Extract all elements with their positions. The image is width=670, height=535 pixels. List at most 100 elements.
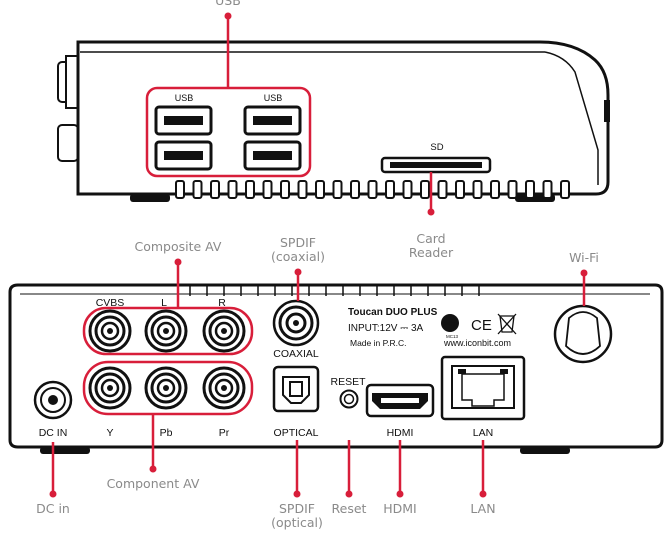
optical-label: OPTICAL — [274, 427, 319, 439]
lan-callout: LAN — [470, 440, 496, 516]
reset-label: RESET — [330, 376, 366, 388]
vent-slot — [350, 180, 360, 199]
ventilation-slots — [175, 180, 570, 199]
y-label: Y — [106, 427, 113, 439]
rca-jack-pr — [202, 366, 246, 410]
rca-jack-cvbs — [88, 309, 132, 353]
pb-label: Pb — [160, 427, 173, 439]
device-body-rear — [8, 283, 664, 449]
spdif-coaxial-callout: SPDIF (coaxial) — [271, 235, 325, 301]
reset-callout: Reset — [332, 440, 367, 516]
vent-slot — [455, 180, 465, 199]
usb-port-1 — [154, 105, 213, 136]
card-reader-callout-text-1: Card — [416, 231, 445, 246]
component-av-ports — [88, 366, 246, 410]
l-label: L — [161, 297, 167, 309]
component-av-callout-text: Component AV — [107, 476, 200, 491]
vent-slot — [437, 180, 448, 199]
hdmi-callout: HDMI — [383, 440, 417, 516]
reset-callout-text: Reset — [332, 501, 367, 516]
dc-in-label: DC IN — [39, 427, 68, 439]
pr-label: Pr — [219, 427, 230, 439]
usb-port-3 — [154, 140, 213, 171]
vent-slot — [402, 180, 413, 199]
made-in: Made in P.R.C. — [350, 338, 407, 348]
top-device-view: USB USB SD — [57, 40, 610, 202]
spdif-optical-callout-text-1: SPDIF — [279, 501, 315, 516]
reset-button — [339, 389, 359, 409]
rca-jack-l — [144, 309, 188, 353]
spdif-coaxial-callout-text-1: SPDIF — [280, 235, 316, 250]
vent-slot — [315, 180, 325, 199]
vent-slot — [227, 180, 238, 199]
component-av-callout: Component AV — [107, 414, 200, 491]
vent-slot — [385, 180, 395, 199]
usb-port-label-left: USB — [175, 93, 194, 103]
rca-jack-pb — [144, 366, 188, 410]
vent-slot — [175, 180, 185, 199]
vent-slot — [542, 180, 553, 199]
wifi-antenna-port — [553, 304, 613, 364]
coaxial-port — [272, 299, 320, 347]
spdif-optical-callout: SPDIF (optical) — [271, 440, 323, 530]
card-reader-callout: Card Reader — [409, 172, 454, 260]
dc-in-port — [33, 380, 73, 420]
weee-bin-icon — [497, 313, 517, 335]
sd-slot-label: SD — [430, 142, 443, 153]
dc-in-callout-text: DC in — [36, 501, 70, 516]
vent-slot — [192, 180, 203, 199]
vent-slot — [560, 180, 570, 199]
ce-mark-icon: CE — [471, 317, 492, 334]
spdif-coaxial-callout-text-2: (coaxial) — [271, 249, 325, 264]
product-name: Toucan DUO PLUS — [348, 307, 438, 318]
pct-code-text: МС13 — [446, 334, 459, 339]
r-label: R — [218, 297, 226, 309]
wifi-callout: Wi-Fi — [569, 250, 599, 306]
composite-av-callout: Composite AV — [135, 239, 222, 308]
hdmi-label: HDMI — [387, 427, 414, 439]
coaxial-label: COAXIAL — [273, 348, 319, 360]
usb-port-4 — [243, 140, 302, 171]
vent-slot — [490, 180, 500, 199]
dc-in-callout: DC in — [36, 442, 70, 516]
vent-slot — [525, 180, 535, 199]
composite-av-callout-text: Composite AV — [135, 239, 222, 254]
vent-slot — [280, 180, 290, 199]
cvbs-label: CVBS — [96, 297, 125, 309]
usb-port-2 — [243, 105, 302, 136]
vent-slot — [507, 180, 518, 199]
vent-slot — [262, 180, 273, 199]
card-reader-callout-text-2: Reader — [409, 245, 454, 260]
usb-port-label-right: USB — [264, 93, 283, 103]
usb-callout-text: USB — [215, 0, 241, 8]
lan-port — [440, 355, 526, 421]
input-rating: INPUT:12V ⎓ 3A — [348, 323, 424, 334]
rca-jack-y — [88, 366, 132, 410]
vent-slot — [210, 180, 220, 199]
side-connector-lower — [57, 124, 79, 162]
hdmi-port — [365, 383, 435, 418]
vent-slot — [245, 180, 255, 199]
spdif-optical-callout-text-2: (optical) — [271, 515, 323, 530]
wifi-callout-text: Wi-Fi — [569, 250, 599, 265]
composite-av-highlight — [82, 306, 254, 356]
vent-slot — [332, 180, 343, 199]
pct-mark-icon: PCT МС13 — [441, 314, 459, 339]
hdmi-callout-text: HDMI — [383, 501, 417, 516]
vent-slot — [420, 180, 430, 199]
top-vent-ridges — [189, 285, 480, 296]
optical-port — [272, 365, 320, 413]
sd-card-slot — [380, 156, 492, 174]
rear-device-view: CVBS L R Y Pb Pr COAXIAL OPTICAL RESET — [8, 283, 664, 454]
rca-jack-r — [202, 309, 246, 353]
lan-label: LAN — [473, 427, 493, 439]
vent-slot — [297, 180, 308, 199]
usb-callout: USB — [215, 0, 241, 88]
vent-slot — [367, 180, 378, 199]
website: www.iconbit.com — [443, 338, 511, 348]
component-av-highlight — [82, 360, 254, 416]
composite-av-ports — [88, 309, 246, 353]
lan-callout-text: LAN — [470, 501, 495, 516]
vent-slot — [472, 180, 483, 199]
